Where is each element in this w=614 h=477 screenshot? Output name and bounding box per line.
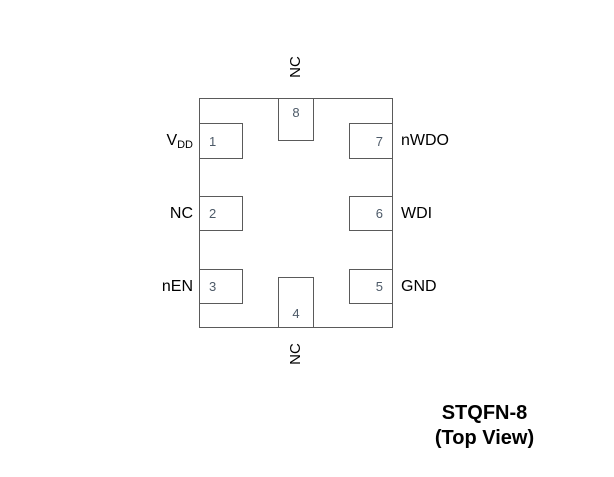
pad-pin-1: 1: [199, 123, 243, 159]
pin-number-1: 1: [209, 133, 217, 149]
pin-number-3: 3: [209, 279, 217, 294]
pin-number-7: 7: [375, 133, 383, 149]
pin-label-wdi-text: WDI: [401, 205, 433, 222]
pin-label-nwdo-text: nWDO: [401, 132, 449, 149]
pin-label-nc-bottom: NC: [287, 343, 304, 365]
pin-label-nc-left-text: NC: [169, 205, 193, 222]
pad-pin-8: 8: [278, 98, 314, 141]
pin-number-4: 4: [292, 306, 300, 321]
pin-number-6: 6: [375, 206, 383, 221]
pad-pin-2: 2: [199, 196, 243, 231]
package-caption-view: (Top View): [434, 427, 535, 449]
pin-label-nc-left: NC: [80, 204, 193, 224]
pin-label-nc-top: NC: [287, 56, 304, 78]
pin-label-nen-text: nEN: [161, 278, 193, 295]
pad-pin-3: 3: [199, 269, 243, 304]
pin-label-vdd-main: V: [166, 132, 178, 149]
pin-label-vdd-sub: DD: [177, 139, 193, 151]
package-caption: STQFN-8 (Top View): [397, 401, 572, 451]
pin-label-wdi: WDI: [401, 204, 521, 224]
pad-pin-7: 7: [349, 123, 393, 159]
pin-label-nen: nEN: [80, 277, 193, 297]
pad-pin-4: 4: [278, 277, 314, 328]
pin-label-vdd: VDD: [80, 131, 193, 151]
pin-label-gnd-text: GND: [401, 278, 437, 295]
pin-number-8: 8: [292, 105, 300, 120]
pin-number-5: 5: [375, 279, 383, 294]
package-caption-name: STQFN-8: [441, 402, 528, 424]
pad-pin-5: 5: [349, 269, 393, 304]
pad-pin-6: 6: [349, 196, 393, 231]
pin-label-gnd: GND: [401, 277, 521, 297]
pin-label-nwdo: nWDO: [401, 131, 521, 151]
pin-number-2: 2: [209, 206, 217, 221]
